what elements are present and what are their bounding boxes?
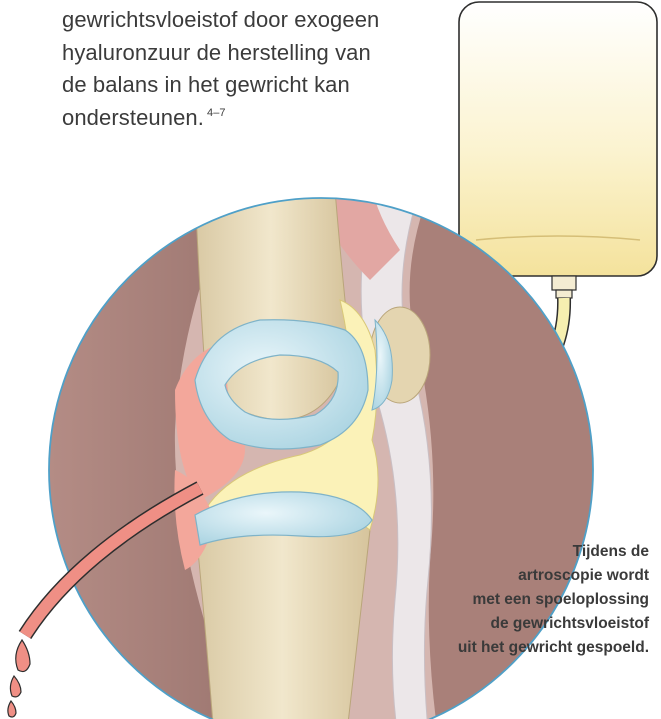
intro-line-text: ondersteunen. bbox=[62, 105, 204, 130]
caption-line: artroscopie wordt bbox=[349, 564, 649, 588]
intro-paragraph: gewrichtsvloeistof door exogeen hyaluron… bbox=[62, 4, 422, 134]
intro-line: hyaluronzuur de herstelling van bbox=[62, 37, 422, 70]
caption-line: uit het gewricht gespoeld. bbox=[349, 636, 649, 660]
intro-line: gewrichtsvloeistof door exogeen bbox=[62, 4, 422, 37]
caption-line: met een spoeloplossing bbox=[349, 588, 649, 612]
fluid-drops bbox=[8, 640, 30, 717]
intro-line: de balans in het gewricht kan bbox=[62, 69, 422, 102]
intro-line-last: ondersteunen.4–7 bbox=[62, 102, 422, 135]
caption-line: de gewrichtsvloeistof bbox=[349, 612, 649, 636]
rinse-bag bbox=[459, 2, 657, 298]
reference-superscript: 4–7 bbox=[207, 107, 226, 119]
illustration-caption: Tijdens de artroscopie wordt met een spo… bbox=[349, 540, 649, 660]
caption-line: Tijdens de bbox=[349, 540, 649, 564]
